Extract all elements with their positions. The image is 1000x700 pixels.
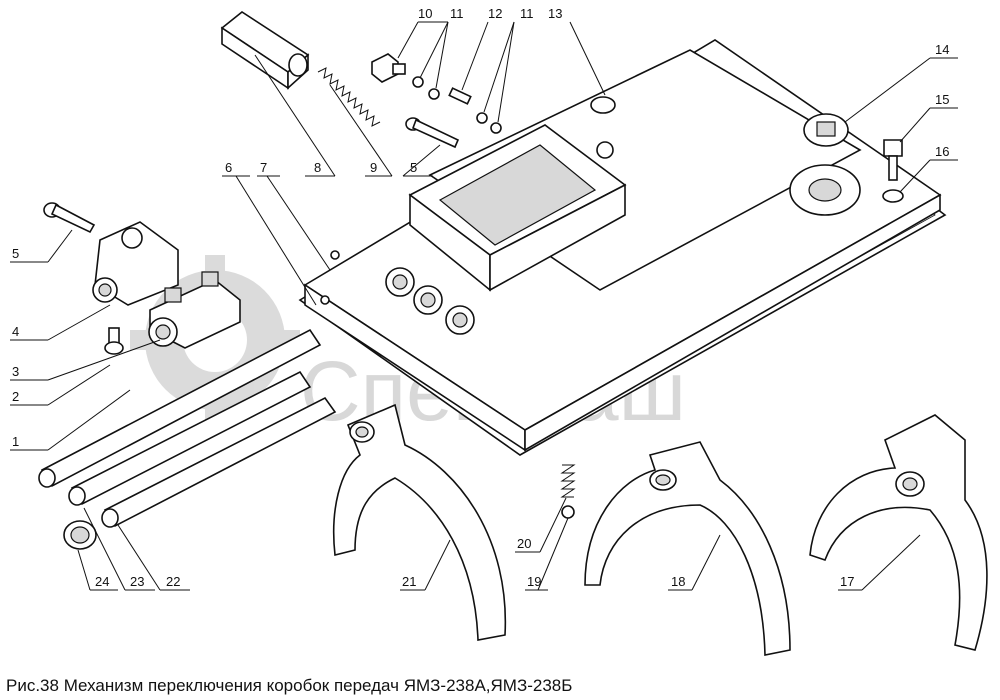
callout-21: 21 [402,574,416,589]
pin-12 [448,87,472,105]
washer-11 [412,76,424,88]
callout-18: 18 [671,574,685,589]
shift-fork-21 [332,403,507,641]
cap-24 [63,520,97,550]
bolt-5-top [405,117,460,149]
washer-11d [490,122,502,134]
washer-11c [476,112,488,124]
sleeve-8 [220,11,310,90]
callout-2: 2 [12,389,19,404]
figure-caption: Рис.38 Механизм переключения коробок пер… [6,676,573,695]
callout-13: 13 [548,6,562,21]
callout-5-top: 5 [410,160,417,175]
callout-23: 23 [130,574,144,589]
shift-rail-1 [38,328,322,488]
callout-12: 12 [488,6,502,21]
callout-9: 9 [370,160,377,175]
shift-fork-18 [584,441,791,656]
callout-6: 6 [225,160,232,175]
callout-24: 24 [95,574,109,589]
callout-3: 3 [12,364,19,379]
callout-16: 16 [935,144,949,159]
spring-9 [317,67,381,127]
callout-11b: 11 [520,6,534,21]
washer-16 [882,189,904,203]
callout-19: 19 [527,574,541,589]
callout-10: 10 [418,6,432,21]
plug-10 [371,53,406,83]
callout-20: 20 [517,536,531,551]
shift-fork-17 [809,414,988,651]
callout-labels: 1 2 3 4 5 5 6 7 8 9 10 11 11 12 13 14 15… [12,6,949,589]
ball-19 [561,505,575,519]
callout-8: 8 [314,160,321,175]
callout-11a: 11 [450,6,464,21]
shift-lug-3 [148,271,241,349]
cover-housing [303,39,942,452]
callout-7: 7 [260,160,267,175]
bolt-5-left [43,202,96,234]
spring-20 [560,464,576,498]
callout-15: 15 [935,92,949,107]
bolt-15 [883,139,903,181]
leader-lines [10,21,958,591]
stop-screw [104,327,124,355]
shift-head-4 [92,221,179,306]
shift-rail-22 [101,396,337,528]
callout-22: 22 [166,574,180,589]
shift-rail-23 [68,370,312,506]
callout-4: 4 [12,324,19,339]
callout-14: 14 [935,42,949,57]
callout-1: 1 [12,434,19,449]
washer-11b [428,88,440,100]
callout-5-left: 5 [12,246,19,261]
callout-17: 17 [840,574,854,589]
